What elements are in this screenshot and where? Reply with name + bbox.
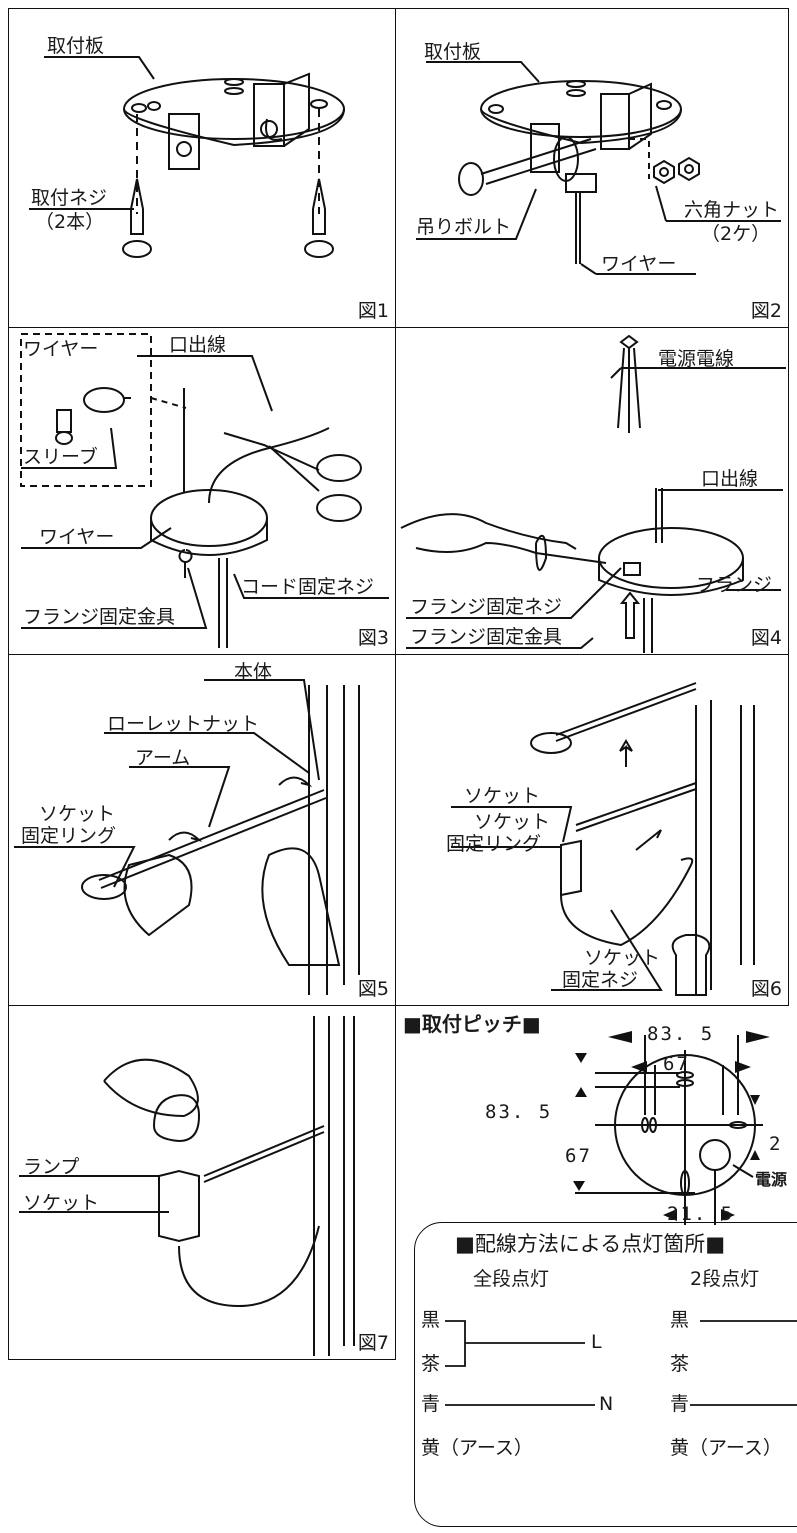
socket-label: ソケット [464,785,541,807]
hanging-bolt-drawing [416,61,781,275]
flange-bracket-label: フランジ固定金具 [410,626,563,648]
flange-fixing-drawing [400,334,786,653]
figure-caption: 図7 [357,1332,389,1354]
flange-screw-label: フランジ固定ネジ [410,596,563,618]
body-label: 本体 [234,661,273,683]
figure-2-panel: 取付板 吊りボルト 六角ナット （2ケ） ワイヤー 図2 [395,8,789,328]
plate-label: 取付板 [47,35,105,57]
flange-wiring-drawing [20,333,389,648]
figure-3-panel: ワイヤー スリーブ 口出線 ワイヤー コード固定ネジ フランジ固定金具 図3 [8,327,396,655]
socket-ring-label-1: ソケット [474,811,551,833]
figure-4-panel: 電源電線 口出線 フランジ固定ネジ フランジ フランジ固定金具 図4 [395,327,789,655]
pitch-dim-21-5: 21. 5 [667,1203,735,1225]
plate-label: 取付板 [424,41,482,63]
wire-black-two: 黒 [670,1309,690,1331]
arm-label: アーム [135,747,191,769]
sleeve-label: スリーブ [23,446,98,468]
wire-blue-two: 青 [670,1393,690,1415]
socket-ring-label-2: 固定リング [446,833,542,855]
socket-label: ソケット [23,1192,100,1214]
figure-7-panel: ランプ ソケット 図7 [8,1005,396,1360]
power-hole-label: 電源 [755,1170,788,1189]
pitch-dim-83-5-left: 83. 5 [485,1101,553,1123]
wiring-diagram [445,1320,797,1406]
figure-caption: 図5 [357,978,389,1000]
figure-6-panel: ソケット ソケット 固定リング ソケット 固定ネジ 図6 [395,654,789,1006]
wire-label: ワイヤー [39,526,115,548]
cord-screw-label: コード固定ネジ [241,576,375,598]
wiring-title: ■配線方法による点灯箇所■ [455,1232,726,1256]
socket-screw-label-2: 固定ネジ [562,969,639,991]
figure-caption: 図6 [750,978,782,1000]
terminal-N: N [599,1393,614,1415]
screw-label: 取付ネジ [31,187,108,209]
terminal-L: L [591,1331,602,1353]
lead-wire-label: 口出線 [701,468,759,490]
knurled-nut-label: ローレットナット [107,713,260,735]
flange-label: フランジ [696,574,773,596]
figure-caption: 図3 [357,627,389,649]
figure-caption: 図4 [750,627,782,649]
pitch-dim-partial: 2 [769,1133,783,1155]
mounting-pitch-section: ■取付ピッチ■ 83. 5 67 83. 5 67 21. 5 2 電源 [395,1005,797,1225]
pitch-title: ■取付ピッチ■ [403,1012,541,1036]
wire-blue-all: 青 [421,1393,441,1415]
nut-label: 六角ナット [684,199,780,221]
wire-black-all: 黒 [421,1309,441,1331]
mounting-plate-drawing [29,56,345,258]
socket-fixing-drawing [451,682,755,996]
wire-label: ワイヤー [601,253,677,275]
figure-5-panel: 本体 ローレットナット アーム ソケット 固定リング 図5 [8,654,396,1006]
lead-wire-label: 口出線 [169,334,227,356]
wire-yellow-all: 黄（アース） [421,1437,533,1459]
wire-top-label: ワイヤー [23,338,99,360]
wiring-section: ■配線方法による点灯箇所■ 全段点灯 2段点灯 黒 茶 青 黄（アース） L N… [414,1222,797,1527]
pitch-diagram [573,1031,770,1225]
wiring-col-two: 2段点灯 [690,1268,760,1290]
pitch-dim-67-top: 67 [663,1053,690,1075]
socket-ring-label-2: 固定リング [21,825,117,847]
socket-screw-label-1: ソケット [584,947,661,969]
pitch-dim-67-left: 67 [565,1145,592,1167]
wire-brown-all: 茶 [421,1353,441,1375]
pitch-dim-83-5-top: 83. 5 [647,1023,715,1045]
figure-1-panel: 取付板 取付ネジ （2本） 図1 [8,8,396,328]
bolt-label: 吊りボルト [416,216,512,238]
figure-caption: 図1 [357,300,389,322]
arm-attachment-drawing [14,679,360,995]
wire-brown-two: 茶 [670,1353,690,1375]
socket-ring-label-1: ソケット [39,803,116,825]
nut-qty-label: （2ケ） [701,223,771,245]
power-wire-label: 電源電線 [658,348,735,370]
lamp-label: ランプ [23,1156,80,1178]
wire-yellow-two: 黄（アース） [670,1437,782,1459]
figure-caption: 図2 [750,300,782,322]
lamp-installation-drawing [19,1016,355,1356]
flange-bracket-label: フランジ固定金具 [23,606,176,628]
wiring-col-all: 全段点灯 [473,1268,550,1290]
screw-qty-label: （2本） [35,211,105,233]
